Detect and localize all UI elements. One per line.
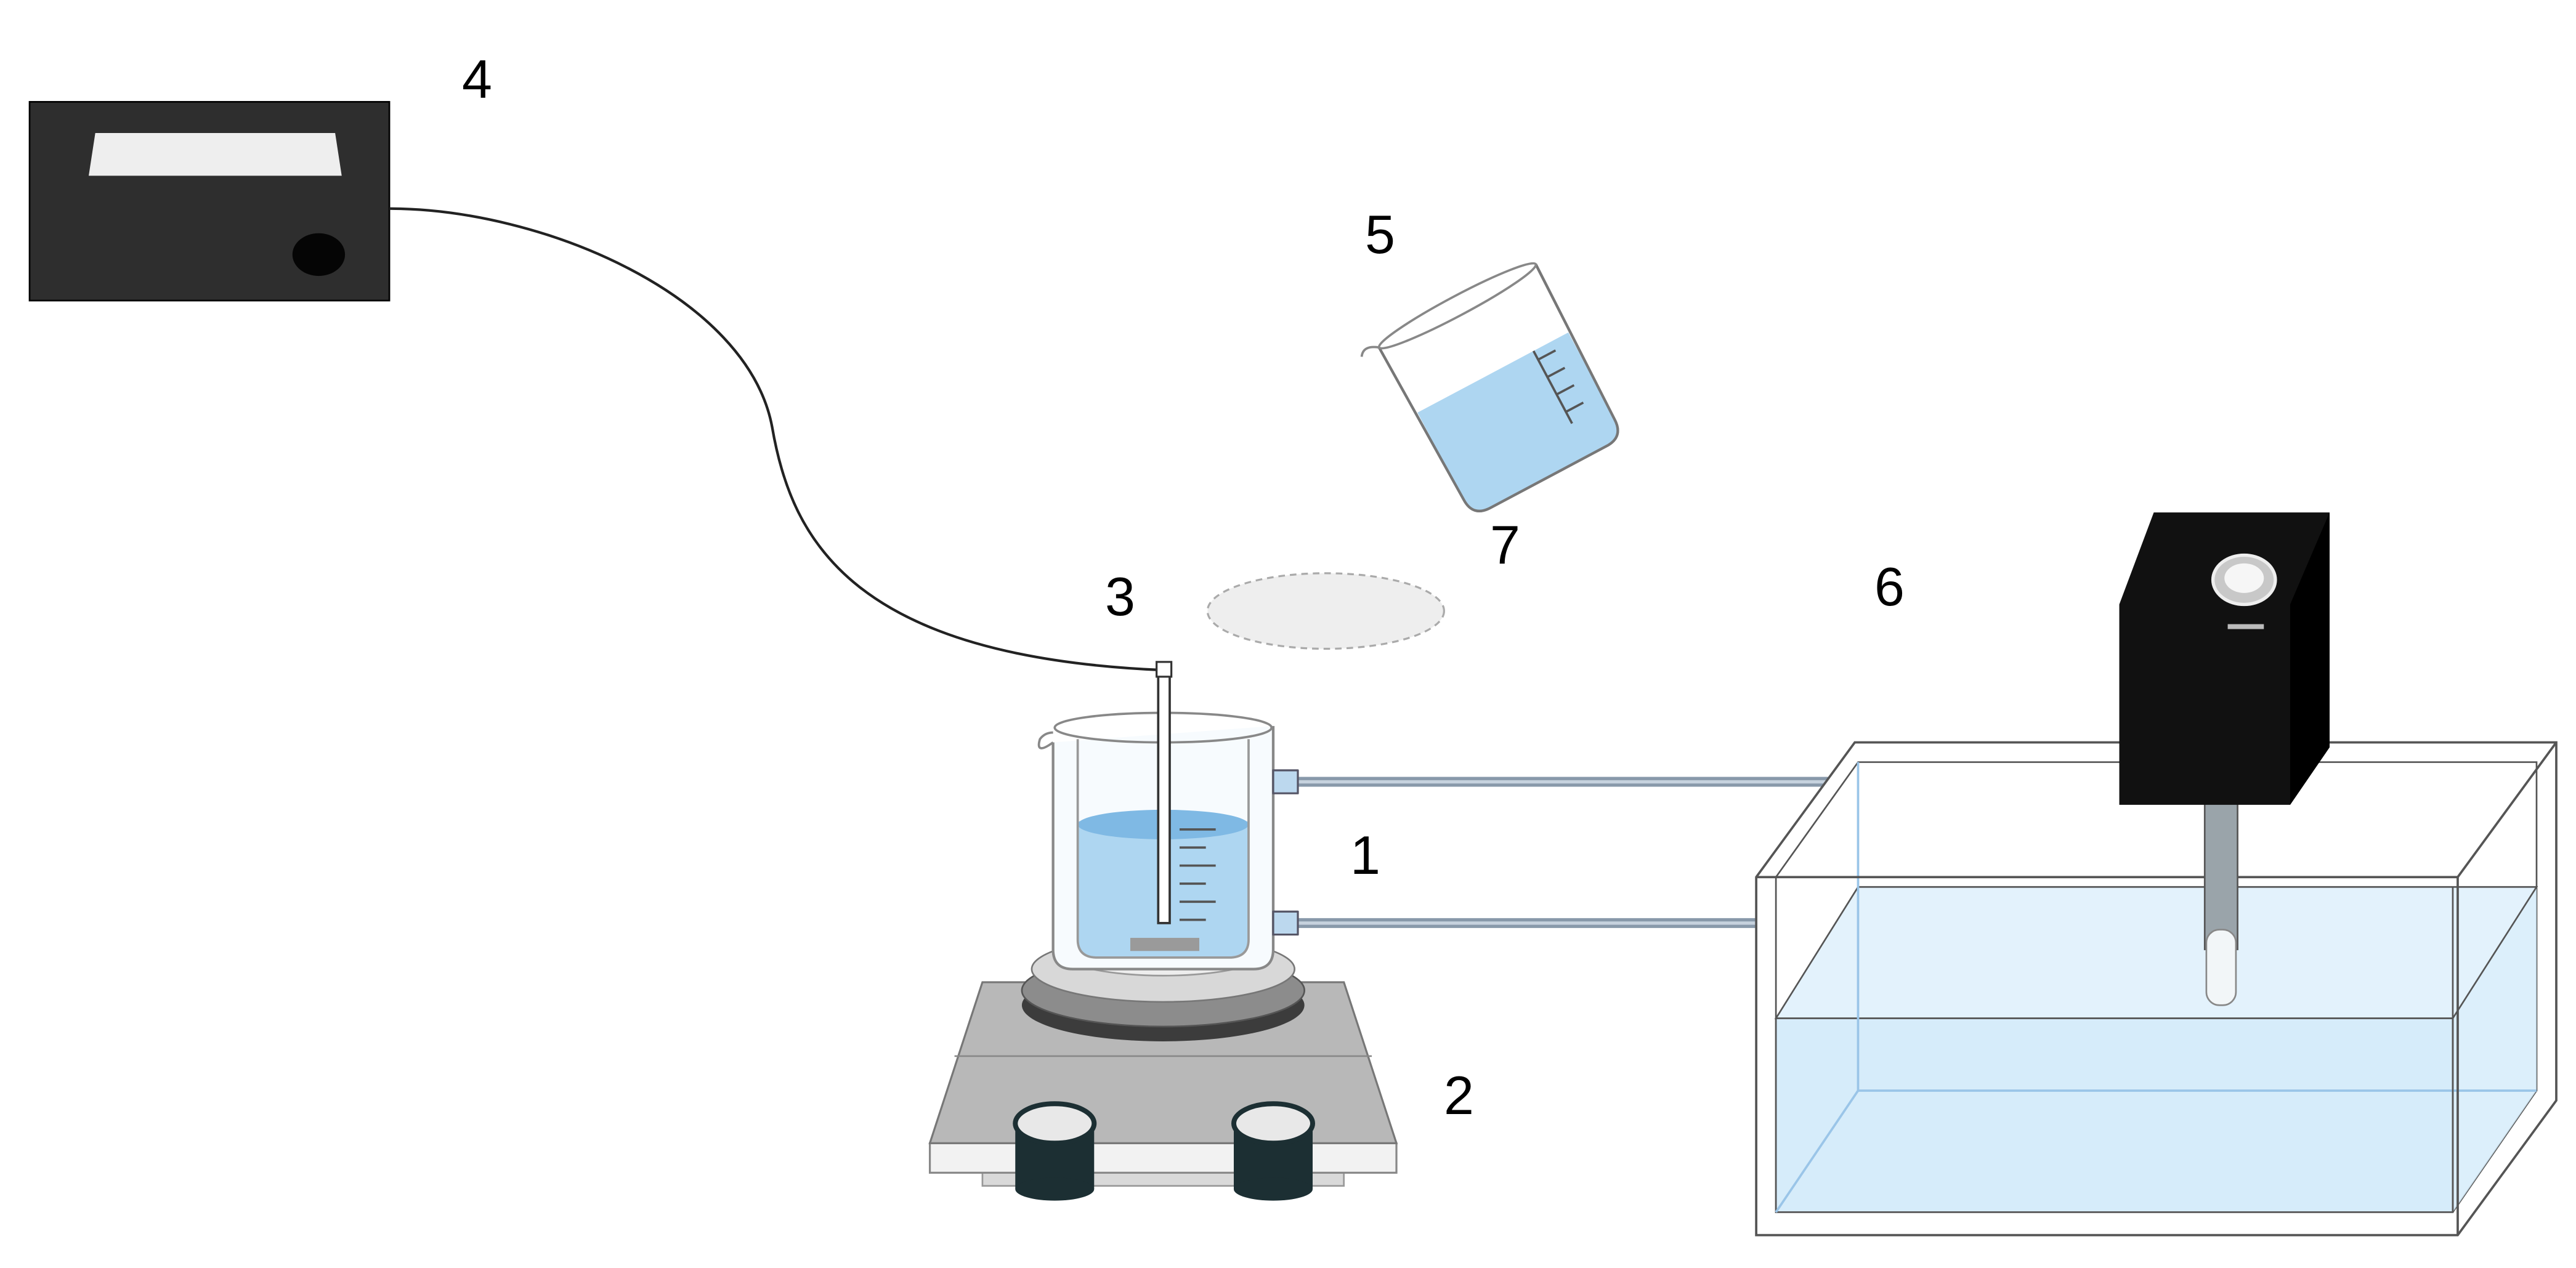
label-pouring-beaker: 5: [1365, 204, 1395, 265]
filter-paper: [1206, 572, 1445, 650]
water-bath: [1755, 741, 2558, 1237]
temperature-meter: [28, 101, 391, 302]
immersion-circulator: [2119, 512, 2330, 1006]
left-knob: [1013, 1101, 1097, 1201]
thermometer-probe: [1156, 661, 1173, 924]
pouring-beaker: [1360, 262, 1619, 512]
meter-knob: [292, 233, 346, 277]
label-water-bath-circulator: 6: [1874, 556, 1905, 617]
label-thermometer-probe: 3: [1105, 566, 1135, 627]
label-jacketed-beaker: 1: [1350, 825, 1380, 886]
right-knob: [1231, 1101, 1316, 1201]
probe-cable: [389, 207, 1164, 672]
jacketed-beaker: [1037, 711, 1275, 971]
label-filter-paper: 7: [1490, 514, 1520, 575]
meter-display: [89, 133, 342, 176]
label-magnetic-stirrer: 2: [1444, 1065, 1474, 1126]
label-temperature-meter: 4: [462, 49, 492, 110]
stir-bar: [1130, 937, 1199, 951]
magnetic-stirrer: [928, 929, 1398, 1201]
